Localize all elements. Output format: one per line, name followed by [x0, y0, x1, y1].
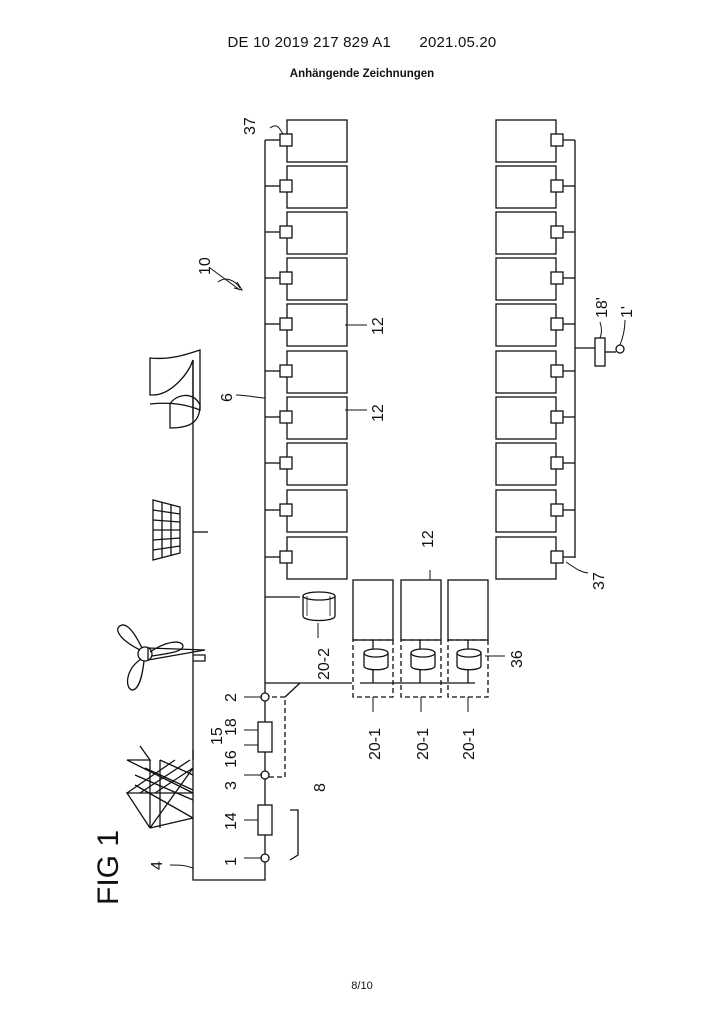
label-20-1-b: 20-1: [415, 728, 432, 760]
label-8: 8: [312, 783, 329, 792]
storage-unit-left: [265, 397, 347, 439]
storage-unit-left: [265, 443, 347, 485]
label-12-a: 12: [370, 317, 387, 335]
lower-units: [353, 580, 488, 697]
module-37: [551, 226, 563, 238]
module-37: [280, 134, 292, 146]
figure-title: FIG 1: [92, 830, 125, 905]
label-2: 2: [223, 693, 240, 702]
label-20-1-c: 20-1: [461, 728, 478, 760]
label-3: 3: [223, 781, 240, 790]
module-37: [280, 318, 292, 330]
module-37: [551, 457, 563, 469]
page-number: 8/10: [0, 980, 724, 992]
module-37: [280, 551, 292, 563]
storage-unit-left: [265, 212, 347, 254]
module-37: [551, 411, 563, 423]
module-37: [280, 411, 292, 423]
storage-unit-left: [265, 258, 347, 300]
left-column-units: [265, 120, 347, 579]
cooling-tower-icon: [150, 350, 200, 428]
label-36: 36: [509, 650, 526, 668]
label-37-top: 37: [242, 117, 259, 135]
storage-unit-right: [496, 304, 575, 346]
module-37: [280, 457, 292, 469]
storage-unit-left: [265, 304, 347, 346]
label-15: 15: [209, 727, 226, 745]
label-37-bottom: 37: [591, 572, 608, 590]
label-1: 1: [223, 857, 240, 866]
label-12-c: 12: [420, 530, 437, 548]
module-37: [551, 180, 563, 192]
module-37: [551, 272, 563, 284]
grid-line-left: [193, 360, 265, 880]
label-20-2: 20-2: [316, 648, 333, 680]
label-12-b: 12: [370, 404, 387, 422]
grid-connection-elements: [258, 683, 300, 862]
module-37: [551, 551, 563, 563]
right-column-units: [496, 120, 575, 579]
storage-unit-right: [496, 166, 575, 208]
storage-unit-right: [496, 120, 575, 162]
module-37: [280, 504, 292, 516]
label-10: 10: [197, 257, 214, 275]
module-37: [280, 365, 292, 377]
storage-unit-right: [496, 537, 575, 579]
storage-unit-left: [265, 166, 347, 208]
label-6: 6: [219, 393, 236, 402]
module-37: [551, 134, 563, 146]
storage-20-2-icon: [303, 592, 335, 621]
storage-unit-right: [496, 490, 575, 532]
label-16: 16: [223, 750, 240, 768]
module-37: [551, 504, 563, 516]
storage-36-icons: [364, 649, 481, 670]
storage-unit-right: [496, 258, 575, 300]
label-20-1-a: 20-1: [367, 728, 384, 760]
label-18-prime: 18': [594, 297, 611, 318]
module-37: [280, 272, 292, 284]
module-37: [551, 318, 563, 330]
module-37: [280, 180, 292, 192]
power-pylon-icon: [127, 746, 193, 828]
module-37: [280, 226, 292, 238]
module-37: [551, 365, 563, 377]
storage-unit-left: [265, 351, 347, 393]
wind-turbine-icon: [118, 625, 205, 690]
label-4: 4: [149, 861, 166, 870]
storage-unit-left: [265, 537, 347, 579]
storage-unit-right: [496, 443, 575, 485]
solar-panel-icon: [153, 500, 208, 560]
bus-line-right: [575, 140, 624, 558]
label-14: 14: [223, 812, 240, 830]
storage-unit-right: [496, 397, 575, 439]
label-1-prime: 1': [619, 306, 636, 318]
storage-unit-left: [265, 490, 347, 532]
storage-unit-right: [496, 212, 575, 254]
storage-unit-right: [496, 351, 575, 393]
